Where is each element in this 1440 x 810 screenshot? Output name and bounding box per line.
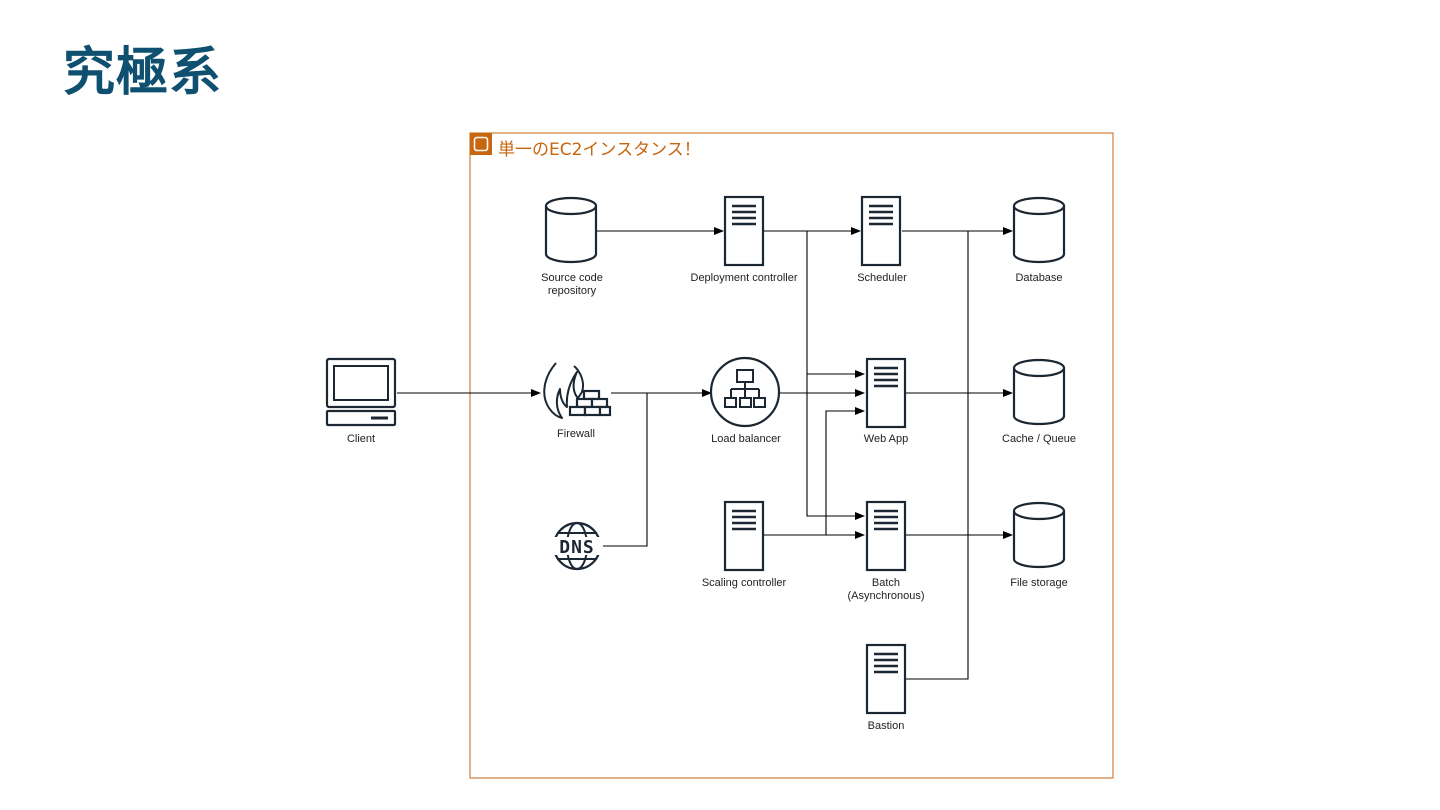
scaling-controller-node: Scaling controller: [702, 500, 787, 589]
source-repo-label-2: repository: [548, 285, 597, 297]
database-node: Database: [1012, 196, 1066, 284]
connectors: [397, 227, 1013, 680]
dns-icon-text: DNS: [559, 537, 595, 558]
database-label: Database: [1015, 272, 1062, 284]
load-balancer-node: Load balancer: [709, 356, 781, 445]
edge-deploy-webapp: [806, 231, 865, 378]
server-icon: [865, 357, 907, 429]
client-node: Client: [325, 357, 397, 445]
firewall-node: Firewall: [543, 362, 612, 440]
server-icon: [723, 195, 765, 267]
client-label: Client: [347, 433, 375, 445]
dns-node: DNS: [551, 521, 603, 571]
firewall-label: Firewall: [557, 428, 595, 440]
web-app-label: Web App: [864, 433, 908, 445]
database-icon: [1012, 358, 1066, 426]
firewall-icon: [543, 362, 612, 419]
bastion-node: Bastion: [865, 643, 907, 732]
load-balancer-icon: [709, 356, 781, 428]
edge-dns-lb: [600, 393, 648, 547]
slide-title: 究極系: [63, 43, 223, 103]
group-label: 単一のEC2インスタンス！: [498, 140, 701, 160]
server-icon: [865, 643, 907, 715]
server-icon: [865, 500, 907, 572]
load-balancer-label: Load balancer: [711, 433, 781, 445]
scheduler-label: Scheduler: [857, 272, 907, 284]
computer-icon: [325, 357, 397, 427]
ec2-instance-group: 単一のEC2インスタンス！: [469, 132, 1114, 779]
deployment-controller-label: Deployment controller: [691, 272, 798, 284]
source-repo-node: Source code repository: [541, 196, 603, 297]
file-storage-node: File storage: [1010, 501, 1068, 589]
edge-bastion-database: [905, 231, 969, 680]
server-icon: [860, 195, 902, 267]
batch-label-2: (Asynchronous): [847, 590, 924, 602]
source-repo-label-1: Source code: [541, 272, 603, 284]
deployment-controller-node: Deployment controller: [691, 195, 798, 284]
edge-scaling-webapp: [825, 407, 865, 535]
dns-icon: DNS: [551, 521, 603, 571]
cache-queue-label: Cache / Queue: [1002, 433, 1076, 445]
edge-deploy-batch: [806, 374, 865, 520]
scaling-controller-label: Scaling controller: [702, 577, 787, 589]
batch-node: Batch (Asynchronous): [847, 500, 925, 602]
cache-queue-node: Cache / Queue: [1002, 358, 1076, 445]
ec2-instance-icon: [470, 133, 492, 155]
database-icon: [1012, 196, 1066, 264]
batch-label-1: Batch: [872, 577, 900, 589]
web-app-node: Web App: [864, 357, 908, 445]
file-storage-label: File storage: [1010, 577, 1067, 589]
server-icon: [723, 500, 765, 572]
database-icon: [1012, 501, 1066, 569]
scheduler-node: Scheduler: [857, 195, 907, 284]
bastion-label: Bastion: [868, 720, 905, 732]
database-icon: [544, 196, 598, 264]
